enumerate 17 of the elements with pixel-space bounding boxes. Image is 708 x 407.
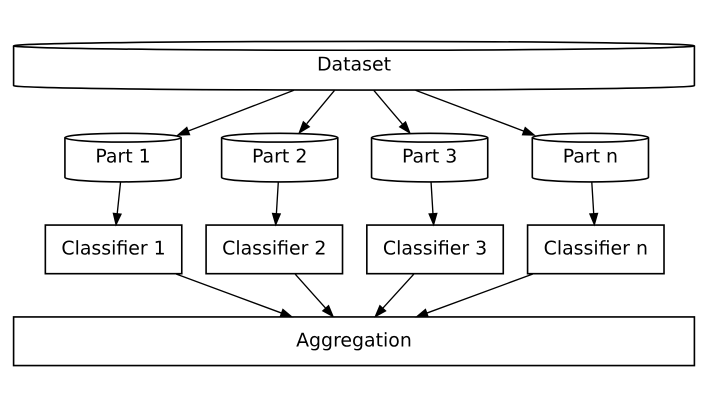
arrow [588, 182, 598, 227]
arrow [294, 274, 334, 318]
arrow [112, 182, 122, 227]
arrow [298, 90, 335, 134]
node-box: Classifier 3 [366, 224, 504, 275]
node-box: Classifier 2 [205, 224, 344, 275]
arrow [415, 90, 536, 136]
arrow [414, 273, 534, 318]
arrow [373, 90, 411, 134]
arrow [272, 182, 282, 227]
node-box: Aggregation [12, 316, 696, 366]
arrow [176, 273, 294, 318]
arrow [374, 274, 414, 318]
arrow [428, 182, 438, 227]
node-box: Classifier n [526, 224, 665, 275]
node-box: Classifier 1 [44, 224, 183, 275]
arrow [176, 90, 294, 136]
